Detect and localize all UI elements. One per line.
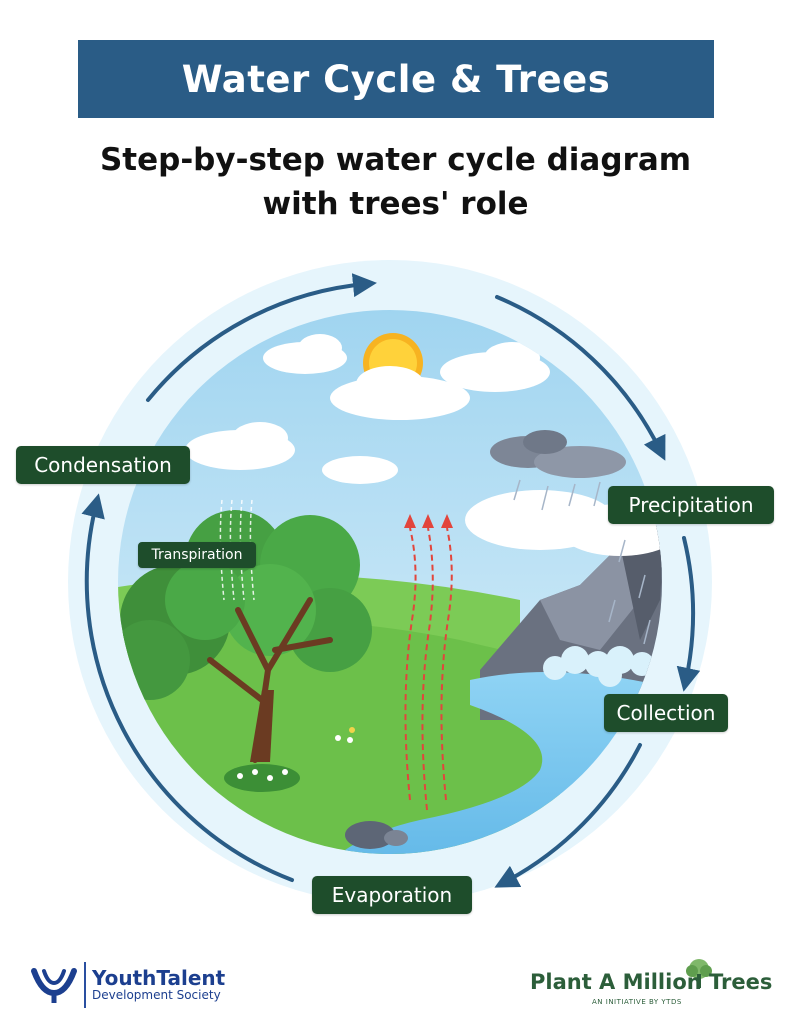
evaporation-arrows <box>404 527 453 811</box>
ytds-logo: YouthTalent Development Society <box>28 960 225 1010</box>
cloud-icon <box>185 334 662 556</box>
ytds-text: YouthTalent Development Society <box>92 967 225 1002</box>
label-evaporation: Evaporation <box>312 876 472 914</box>
pam-name: Plant A Million Trees <box>530 970 773 994</box>
tree-icon <box>118 510 372 792</box>
plant-a-million-trees-logo: Plant A Million Trees AN INITIATIVE BY Y… <box>530 958 773 1012</box>
ytds-divider <box>84 962 86 1008</box>
pam-subtitle: AN INITIATIVE BY YTDS <box>592 998 682 1006</box>
page-title: Water Cycle & Trees <box>181 57 611 101</box>
scene <box>118 310 662 854</box>
label-condensation: Condensation <box>16 446 190 484</box>
ytds-subtitle: Development Society <box>92 988 221 1003</box>
label-transpiration-text: Transpiration <box>151 547 243 563</box>
ytds-name: YouthTalent <box>92 966 226 991</box>
rain-cloud-icon <box>490 430 651 645</box>
label-evaporation-text: Evaporation <box>331 883 453 907</box>
flowers <box>335 727 355 743</box>
rock-icon <box>345 821 408 849</box>
label-precipitation: Precipitation <box>608 486 774 524</box>
tree-logo-icon <box>686 959 712 988</box>
waterfall-foam <box>543 646 654 687</box>
label-precipitation-text: Precipitation <box>628 493 754 517</box>
ytds-logo-icon <box>31 968 77 1003</box>
title-banner: Water Cycle & Trees <box>78 40 714 118</box>
page-subtitle: Step-by-step water cycle diagram with tr… <box>0 138 791 226</box>
evaporation-arrowheads <box>404 514 453 528</box>
label-transpiration: Transpiration <box>138 542 256 568</box>
subtitle-line-2: with trees' role <box>262 186 529 222</box>
label-condensation-text: Condensation <box>34 453 172 477</box>
label-collection: Collection <box>604 694 728 732</box>
subtitle-line-1: Step-by-step water cycle diagram <box>99 142 692 178</box>
label-collection-text: Collection <box>616 701 716 725</box>
cycle-arrow-icon <box>81 273 701 888</box>
